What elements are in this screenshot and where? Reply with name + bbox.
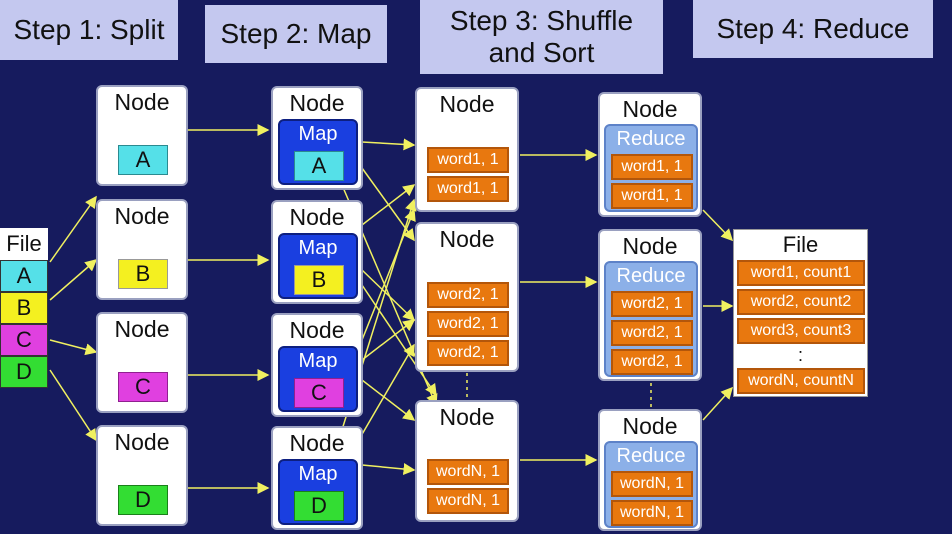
split-chunk-d: D [118,485,168,515]
node-title: Node [439,404,495,430]
shuffle-pair: word1, 1 [427,147,509,173]
map-node-d: Node Map D [271,426,363,530]
node-title: Node [289,90,345,116]
output-ellipsis: : [797,345,803,365]
reduce-task-1: Reduce word1, 1 word1, 1 [604,124,698,212]
map-task-a: Map A [278,119,358,185]
map-task-d: Map D [278,459,358,525]
reduce-task-n: Reduce wordN, 1 wordN, 1 [604,441,698,528]
node-title: Node [439,91,495,117]
input-file: File A B C D [0,228,48,388]
step4-header: Step 4: Reduce [693,0,933,58]
output-row: word3, count3 [737,318,865,344]
map-node-b: Node Map B [271,200,363,304]
split-node-c: Node C [96,312,188,413]
map-chunk-d: D [294,491,344,521]
reduce-label: Reduce [616,128,686,150]
output-row: word1, count1 [737,260,865,286]
split-node-a: Node A [96,85,188,186]
map-node-a: Node Map A [271,86,363,190]
split-chunk-b: B [118,259,168,289]
map-label: Map [298,463,338,485]
reduce-label: Reduce [616,265,686,287]
file-chunk-b: B [0,292,48,324]
shuffle-node-2: Node word2, 1 word2, 1 word2, 1 [415,222,519,372]
file-chunk-c: C [0,324,48,356]
split-node-b: Node B [96,199,188,300]
output-file: File word1, count1 word2, count2 word3, … [733,229,868,397]
reduce-pair: wordN, 1 [611,471,693,497]
map-label: Map [298,123,338,145]
shuffle-node-n: Node wordN, 1 wordN, 1 [415,400,519,522]
shuffle-node-1: Node word1, 1 word1, 1 [415,87,519,212]
reduce-pair: word2, 1 [611,320,693,346]
shuffle-pair: word2, 1 [427,282,509,308]
node-title: Node [114,203,170,229]
file-chunk-a: A [0,260,48,292]
reduce-node-1: Node Reduce word1, 1 word1, 1 [598,92,702,217]
reduce-pair: wordN, 1 [611,500,693,526]
map-node-c: Node Map C [271,313,363,417]
split-chunk-a: A [118,145,168,175]
reduce-pair: word1, 1 [611,154,693,180]
node-title: Node [114,316,170,342]
map-label: Map [298,237,338,259]
node-title: Node [114,89,170,115]
shuffle-pair: word1, 1 [427,176,509,202]
node-title: Node [289,204,345,230]
step3-header: Step 3: Shuffle and Sort [420,0,663,74]
step1-header: Step 1: Split [0,0,178,60]
map-label: Map [298,350,338,372]
reduce-pair: word2, 1 [611,349,693,375]
node-title: Node [622,413,678,439]
shuffle-pair: wordN, 1 [427,488,509,514]
file-chunk-d: D [0,356,48,388]
node-title: Node [114,429,170,455]
node-title: Node [289,430,345,456]
shuffle-pair: word2, 1 [427,340,509,366]
reduce-node-2: Node Reduce word2, 1 word2, 1 word2, 1 [598,229,702,381]
input-file-title: File [6,231,42,256]
reduce-pair: word1, 1 [611,183,693,209]
map-chunk-b: B [294,265,344,295]
split-node-d: Node D [96,425,188,526]
output-row: wordN, countN [737,368,865,394]
node-title: Node [439,226,495,252]
node-title: Node [622,96,678,122]
node-title: Node [289,317,345,343]
map-task-b: Map B [278,233,358,299]
map-task-c: Map C [278,346,358,412]
map-chunk-c: C [294,378,344,408]
shuffle-pair: wordN, 1 [427,459,509,485]
node-title: Node [622,233,678,259]
reduce-pair: word2, 1 [611,291,693,317]
reduce-node-n: Node Reduce wordN, 1 wordN, 1 [598,409,702,531]
reduce-task-2: Reduce word2, 1 word2, 1 word2, 1 [604,261,698,377]
map-chunk-a: A [294,151,344,181]
shuffle-pair: word2, 1 [427,311,509,337]
output-row: word2, count2 [737,289,865,315]
split-chunk-c: C [118,372,168,402]
reduce-label: Reduce [616,445,686,467]
output-file-title: File [782,232,819,257]
step2-header: Step 2: Map [205,5,387,63]
